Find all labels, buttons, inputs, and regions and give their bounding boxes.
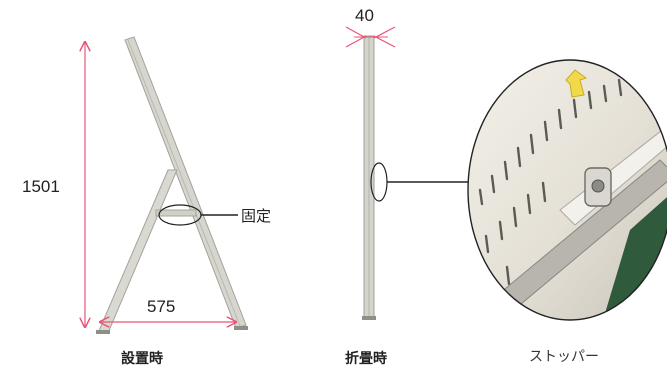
installed-stand-figure	[96, 36, 248, 334]
stand-main-panel	[124, 36, 247, 329]
stopper-detail-lens	[467, 59, 667, 321]
fix-point-label: 固定	[241, 207, 272, 225]
base-width-dimension-label: 575	[147, 297, 176, 316]
stopper-caption: ストッパー	[529, 349, 599, 365]
folded-caption: 折畳時	[345, 351, 387, 367]
height-dimension-label: 1501	[22, 177, 60, 196]
stopper-direction-arrow	[565, 69, 588, 98]
stand-crossbar	[155, 209, 197, 217]
thickness-dimension	[345, 26, 396, 48]
installed-caption: 設置時	[121, 351, 163, 367]
folded-stand-figure	[362, 35, 470, 320]
thickness-dimension-label: 40	[355, 6, 374, 25]
